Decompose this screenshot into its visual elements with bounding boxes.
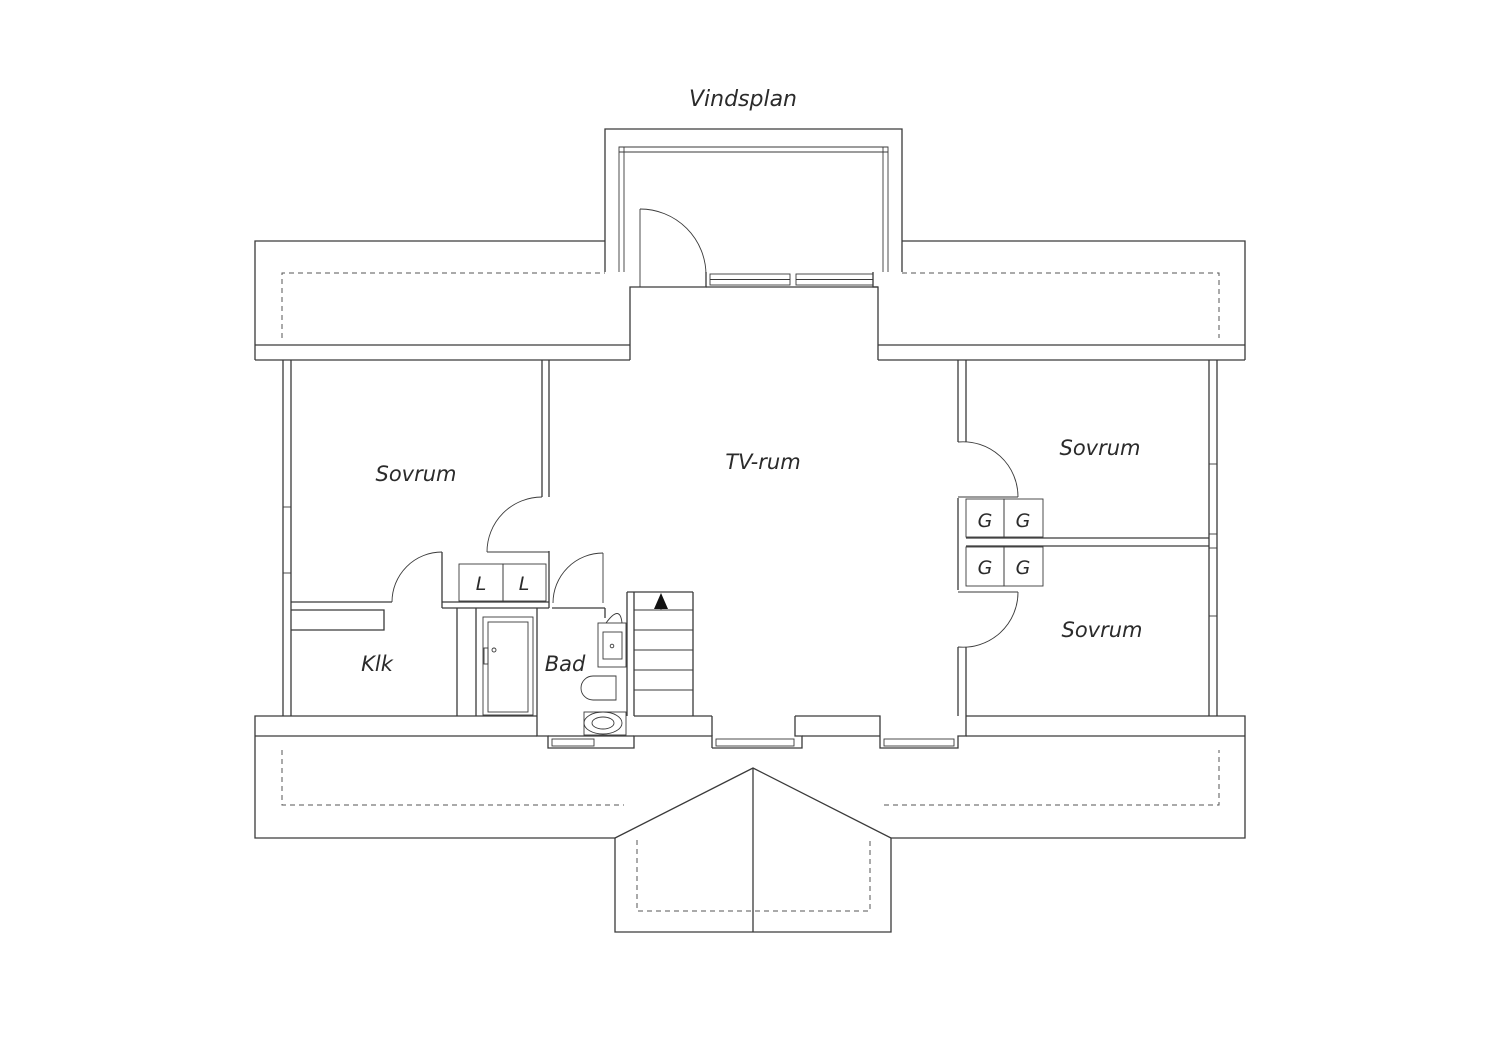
plan-title: Vindsplan — [689, 87, 797, 112]
room-label-bad: Bad — [545, 652, 586, 676]
linen-cabinets — [458, 563, 547, 602]
stairs — [626, 591, 694, 716]
closet-bath-walls — [456, 552, 627, 736]
stair-arrow-icon — [654, 593, 668, 609]
top-dormer — [604, 128, 903, 272]
linen-label-1: L — [476, 573, 487, 595]
wardrobe-label-1: G — [978, 510, 993, 532]
room-label-klk: Klk — [361, 652, 394, 676]
room-label-sovrum-east-upper: Sovrum — [1059, 436, 1140, 460]
linen-label-2: L — [519, 573, 530, 595]
lower-eave — [254, 736, 1246, 839]
wardrobe-label-2: G — [1016, 510, 1031, 532]
upper-eave — [254, 240, 1246, 361]
wardrobe-label-3: G — [978, 557, 993, 579]
room-label-tv-rum: TV-rum — [725, 450, 800, 474]
room-label-sovrum-east-lower: Sovrum — [1061, 618, 1142, 642]
west-bedroom-walls — [291, 360, 550, 631]
wardrobes — [965, 498, 1044, 587]
east-bedroom-walls — [957, 360, 1209, 716]
tv-room-notch — [629, 272, 879, 360]
lower-wall — [254, 715, 1246, 749]
lower-gable — [614, 767, 892, 933]
room-label-sovrum-west: Sovrum — [375, 462, 456, 486]
wardrobe-label-4: G — [1016, 557, 1031, 579]
balcony-door — [639, 208, 707, 287]
